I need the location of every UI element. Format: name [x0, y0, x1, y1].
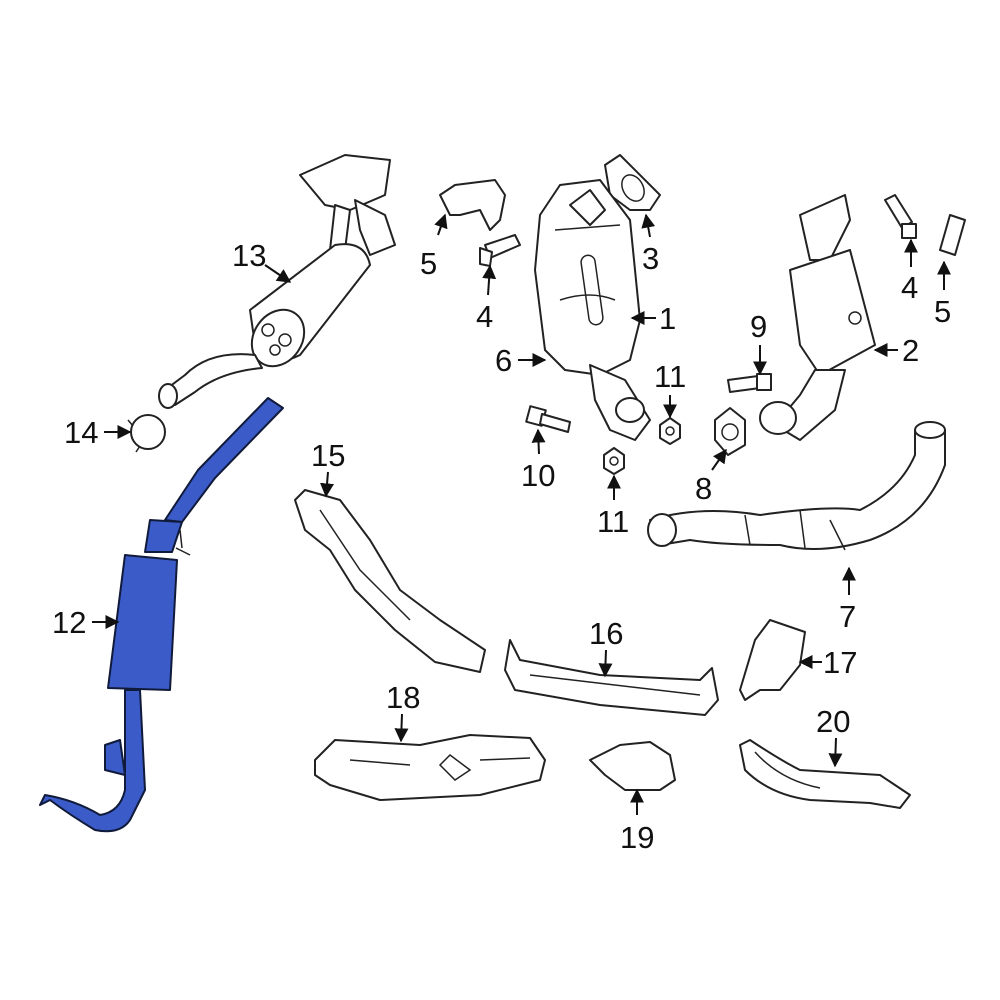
part-18-heat-shield[interactable]: [314, 734, 546, 801]
part-17-bracket[interactable]: [739, 619, 806, 701]
callout-labels: 13 5 3 4 1 6 9 2 4 5 11 14 10 8 11 15 7 …: [52, 238, 951, 855]
part-12-muffler-assembly[interactable]: [39, 397, 284, 833]
part-13-resonator[interactable]: [158, 154, 396, 409]
part-9-bolt[interactable]: [727, 373, 772, 393]
callout-20: 20: [816, 704, 850, 739]
part-1-catalytic-converter[interactable]: [534, 179, 651, 441]
part-20-heat-shield[interactable]: [739, 739, 911, 809]
callout-11-lower: 11: [597, 504, 629, 539]
part-4-bolt-right[interactable]: [884, 194, 917, 239]
part-16-heat-shield[interactable]: [504, 639, 719, 716]
part-2-catalytic-converter[interactable]: [759, 194, 876, 441]
callout-15: 15: [311, 438, 345, 473]
callout-18: 18: [386, 680, 420, 715]
callout-16: 16: [589, 616, 623, 651]
callout-arrows: [92, 213, 951, 815]
part-11-nut-lower[interactable]: [603, 447, 625, 475]
part-5-bracket-right[interactable]: [939, 214, 966, 256]
callout-19: 19: [620, 820, 654, 855]
callout-4: 4: [476, 299, 493, 334]
callout-9: 9: [750, 309, 767, 344]
callout-5-right: 5: [934, 294, 951, 329]
callout-11-upper: 11: [654, 359, 686, 394]
callout-6: 6: [495, 343, 512, 378]
callout-1: 1: [659, 301, 676, 336]
callout-14: 14: [64, 415, 98, 450]
part-4-bolt-left[interactable]: [479, 234, 521, 267]
part-5-bracket-left[interactable]: [439, 179, 506, 231]
callout-13: 13: [232, 238, 266, 273]
part-8-gasket[interactable]: [714, 407, 746, 456]
callout-2: 2: [902, 333, 919, 368]
part-14-clamp[interactable]: [127, 414, 166, 453]
part-7-y-pipe[interactable]: [647, 421, 946, 551]
part-11-nut-upper[interactable]: [659, 417, 681, 445]
callout-12: 12: [52, 605, 86, 640]
part-15-heat-shield[interactable]: [294, 489, 486, 673]
callout-7: 7: [839, 599, 856, 634]
callout-10: 10: [521, 458, 555, 493]
callout-8: 8: [695, 471, 712, 506]
callout-5: 5: [420, 246, 437, 281]
callout-17: 17: [823, 645, 857, 680]
part-19-heat-shield[interactable]: [589, 741, 676, 791]
callout-3: 3: [642, 241, 659, 276]
part-10-bolt[interactable]: [525, 405, 571, 433]
callout-4-right: 4: [901, 270, 918, 305]
